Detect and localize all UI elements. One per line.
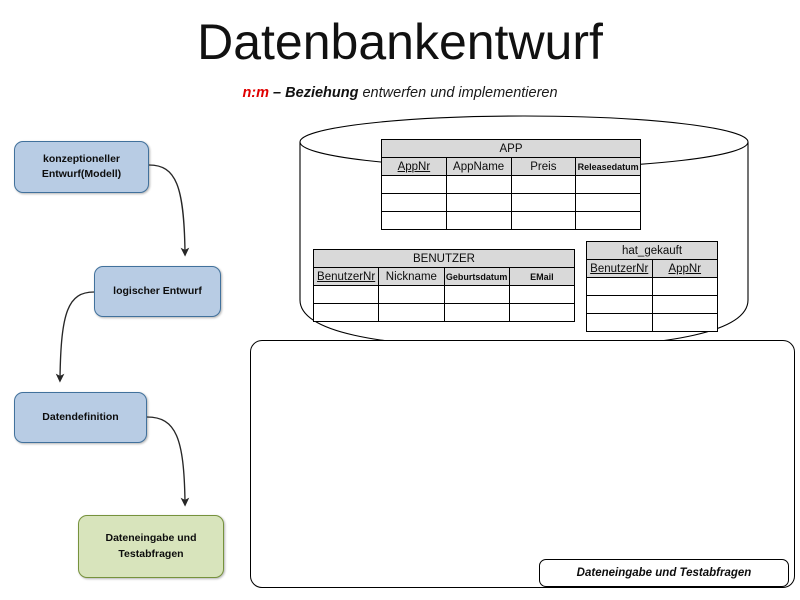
table-row (312, 303, 576, 322)
column-header-benutzernr: BenutzerNr (312, 267, 380, 286)
column-header-nickname: Nickname (378, 267, 445, 286)
column-header-appnr-fk: AppNr (651, 259, 718, 278)
column-header-email: EMail (508, 267, 576, 286)
cell (381, 211, 447, 230)
subtitle-rest-text: entwerfen und implementieren (358, 85, 558, 101)
flow-step-label: Datendefinition (42, 410, 119, 423)
column-header-releasedatum: Releasedatum (575, 157, 641, 176)
table-row (586, 295, 718, 314)
cell (651, 277, 718, 296)
cell (381, 175, 447, 194)
cell (312, 303, 380, 322)
cell (508, 285, 576, 304)
cell (586, 277, 653, 296)
table-name-app: APP (381, 139, 641, 158)
arrow-datendefinition-to-dateneingabe (146, 416, 190, 507)
table-row (312, 285, 576, 304)
cell (586, 295, 653, 314)
cell (575, 193, 641, 212)
arrow-logisch-to-datendefinition (55, 291, 95, 383)
entity-table-hat-gekauft: hat_gekauft BenutzerNr AppNr (586, 241, 718, 332)
work-area-panel (250, 340, 795, 588)
entity-table-benutzer: BENUTZER BenutzerNr Nickname Geburtsdatu… (312, 249, 576, 322)
table-title-row: hat_gekauft (586, 241, 718, 260)
arrow-konzept-to-logisch (148, 164, 190, 257)
cell (586, 313, 653, 332)
table-header-row: BenutzerNr AppNr (586, 259, 718, 278)
table-row (381, 211, 641, 230)
cell (443, 303, 510, 322)
work-area-caption: Dateneingabe und Testabfragen (539, 559, 789, 587)
entity-table-app: APP AppNr AppName Preis Releasedatum (381, 139, 641, 230)
table-name-hat-gekauft: hat_gekauft (586, 241, 718, 260)
flow-step-label: Dateneingabe und Testabfragen (105, 532, 197, 560)
cell (510, 175, 577, 194)
subtitle-bold-text: – Beziehung (269, 85, 359, 101)
cell (445, 175, 512, 194)
flow-step-dateneingabe-testabfragen[interactable]: Dateneingabe und Testabfragen (78, 515, 224, 578)
cell (378, 285, 445, 304)
column-header-appname: AppName (445, 157, 512, 176)
table-row (586, 277, 718, 296)
cell (378, 303, 445, 322)
cell (445, 193, 512, 212)
column-header-appnr: AppNr (381, 157, 447, 176)
cell (575, 211, 641, 230)
cell (381, 193, 447, 212)
table-name-benutzer: BENUTZER (313, 249, 575, 268)
cell (510, 193, 577, 212)
table-title-row: APP (381, 139, 641, 158)
table-title-row: BENUTZER (313, 249, 575, 268)
cell (445, 211, 512, 230)
flow-step-logischer-entwurf[interactable]: logischer Entwurf (94, 266, 221, 317)
page-subtitle: n:m – Beziehung entwerfen und implementi… (0, 85, 800, 101)
flow-step-datendefinition[interactable]: Datendefinition (14, 392, 147, 443)
cell (508, 303, 576, 322)
table-row (586, 313, 718, 332)
column-header-benutzernr-fk: BenutzerNr (586, 259, 653, 278)
table-header-row: BenutzerNr Nickname Geburtsdatum EMail (312, 267, 576, 286)
flow-step-label: konzeptioneller Entwurf(Modell) (41, 152, 122, 180)
cell (510, 211, 577, 230)
flow-step-label: logischer Entwurf (113, 284, 202, 297)
cell (651, 313, 718, 332)
subtitle-accent-text: n:m (242, 85, 270, 101)
column-header-preis: Preis (510, 157, 577, 176)
table-row (381, 193, 641, 212)
table-header-row: AppNr AppName Preis Releasedatum (381, 157, 641, 176)
cell (312, 285, 380, 304)
table-row (381, 175, 641, 194)
cell (575, 175, 641, 194)
page-title: Datenbankentwurf (197, 14, 603, 70)
cell (651, 295, 718, 314)
cell (443, 285, 510, 304)
column-header-geburtsdatum: Geburtsdatum (443, 267, 510, 286)
flow-step-konzeptioneller-entwurf[interactable]: konzeptioneller Entwurf(Modell) (14, 141, 149, 193)
